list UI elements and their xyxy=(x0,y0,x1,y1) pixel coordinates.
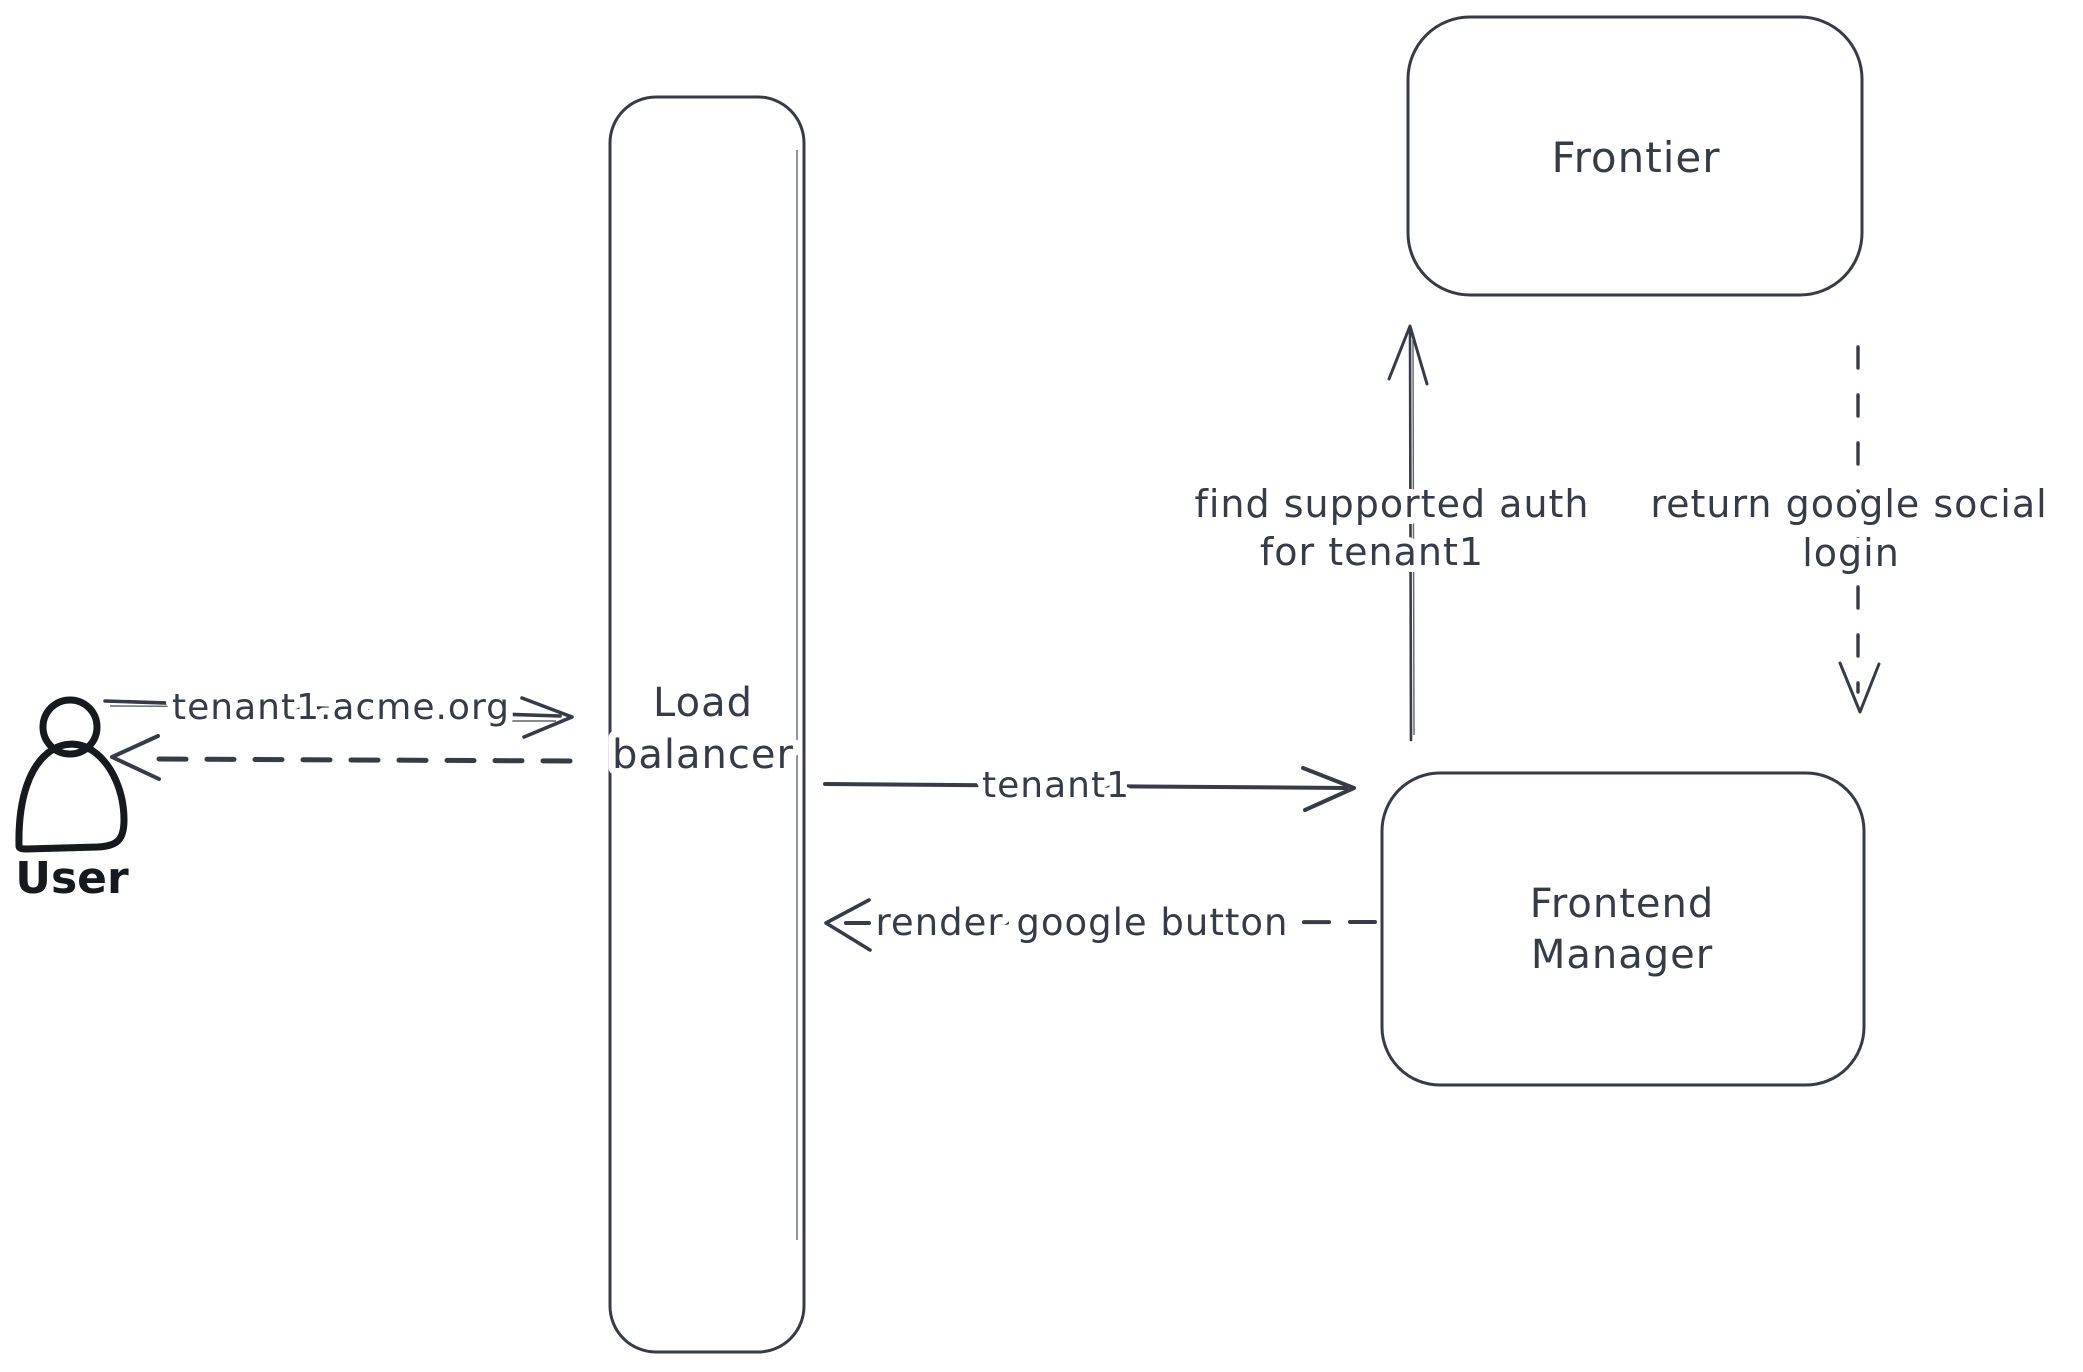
node-load-balancer: Load balancer xyxy=(605,95,806,1354)
arrowhead-right-icon xyxy=(520,696,574,739)
edge-label-tenant1: tenant1 xyxy=(982,765,1130,806)
edge-label-render-google-button: render google button xyxy=(876,901,1289,944)
edge-load-balancer-to-user xyxy=(110,734,573,781)
node-frontend-manager: Frontend Manager xyxy=(1380,771,1866,1087)
edge-frontend-manager-to-load-balancer: render google button xyxy=(824,894,1377,952)
arrowhead-down-icon xyxy=(1838,661,1881,714)
edge-label-for-tenant1: for tenant1 xyxy=(1260,530,1484,574)
arrowhead-right-icon xyxy=(1301,766,1356,812)
edge-frontier-to-frontend-manager: return google social login xyxy=(1643,345,2054,714)
frontend-manager-label-line2: Manager xyxy=(1531,932,1713,978)
load-balancer-label-line1: Load xyxy=(653,680,753,726)
frontier-label: Frontier xyxy=(1551,133,1720,182)
edge-user-to-load-balancer: tenant1.acme.org xyxy=(103,680,574,739)
user-icon xyxy=(15,696,128,853)
arrowhead-left-icon xyxy=(110,734,161,781)
user-label: User xyxy=(15,853,129,904)
frontend-manager-label-line1: Frontend xyxy=(1530,881,1715,927)
edge-label-return-google-social: return google social xyxy=(1650,482,2047,526)
edge-label-tenant1-acme-org: tenant1.acme.org xyxy=(172,687,510,728)
load-balancer-label-line2: balancer xyxy=(612,732,794,778)
edge-load-balancer-to-frontend-manager: tenant1 xyxy=(823,758,1356,813)
edge-frontend-manager-to-frontier: find supported auth for tenant1 xyxy=(1187,324,1596,742)
edge-label-login: login xyxy=(1802,531,1900,575)
arrowhead-up-icon xyxy=(1387,324,1429,386)
node-frontier: Frontier xyxy=(1406,15,1864,297)
arrowhead-left-icon xyxy=(824,898,872,952)
edge-label-find-supported-auth: find supported auth xyxy=(1194,482,1589,526)
user-actor: User xyxy=(8,696,136,911)
